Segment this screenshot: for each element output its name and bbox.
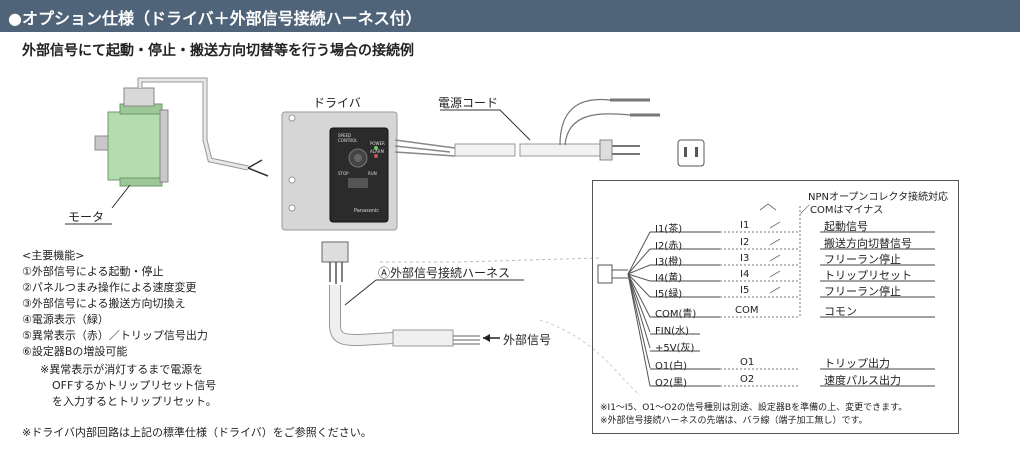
wire-label: I1(茶): [655, 224, 683, 235]
header-title: ●オプション仕様（ドライバ＋外部信号接続ハーネス付）: [8, 9, 422, 28]
terminal-label: I5: [740, 285, 750, 296]
panel-text-power: POWER: [370, 141, 385, 146]
function-label: フリーラン停止: [824, 285, 901, 298]
feature-item: ⑥設定器Bの増設可能: [22, 345, 128, 358]
terminal-label: O2: [740, 374, 755, 385]
note-line: を入力するとトリップリセット。: [52, 395, 217, 408]
feature-item: ④電源表示（緑）: [22, 313, 109, 326]
wiring-box: [592, 180, 959, 434]
wire-label: I3(橙): [655, 257, 683, 268]
function-label: トリップ出力: [824, 357, 890, 370]
subtitle: 外部信号にて起動・停止・搬送方向切替等を行う場合の接続例: [22, 43, 414, 59]
feature-item: ①外部信号による起動・停止: [22, 265, 164, 278]
driver-image: [281, 111, 398, 231]
function-label: 搬送方向切替信号: [824, 237, 912, 250]
npn-note-line2: ／COMはマイナス: [800, 205, 884, 216]
terminal-label: I3: [740, 253, 750, 264]
trip-reset-note: ※異常表示が消灯するまで電源を OFFするかトリップリセット信号 を入力するとト…: [40, 362, 217, 410]
terminal-label: COM: [735, 305, 759, 316]
terminal-label: I1: [740, 220, 750, 231]
npn-note-line1: NPNオープンコレクタ接続対応: [808, 192, 948, 203]
wire-label: O1(白): [655, 361, 688, 372]
wire-label: COM(青): [655, 309, 697, 320]
panel-brand: Panasonic: [354, 208, 379, 214]
note-line: ※異常表示が消灯するまで電源を: [40, 363, 204, 376]
wire-label: O2(黒): [655, 378, 688, 389]
feature-item: ③外部信号による搬送方向切換え: [22, 297, 186, 310]
wire-label: I5(緑): [655, 289, 683, 300]
terminal-label: O1: [740, 357, 755, 368]
features-list: <主要機能> ①外部信号による起動・停止 ②パネルつまみ操作による速度変更 ③外…: [22, 248, 208, 360]
note-line: OFFするかトリップリセット信号: [52, 379, 217, 392]
panel-text-control: CONTROL: [338, 138, 358, 143]
harness-label: Ⓐ外部信号接続ハーネス: [378, 266, 511, 280]
panel-text-alarm: ALARM: [370, 149, 385, 154]
motor-label: モータ: [68, 210, 105, 224]
wire-label: I4(黄): [655, 273, 683, 284]
feature-item: ⑤異常表示（赤）／トリップ信号出力: [22, 329, 208, 342]
wire-label: FIN(水): [655, 326, 689, 337]
function-label: フリーラン停止: [824, 253, 901, 266]
terminal-label: I4: [740, 269, 750, 280]
motor-image: [94, 77, 269, 187]
wiring-note: ※外部信号接続ハーネスの先端は、バラ線（端子加工無し）です。: [600, 416, 868, 426]
panel-text-speed: SPEED: [338, 133, 351, 138]
panel-text-run: RUN: [368, 171, 377, 176]
function-label: コモン: [824, 305, 857, 318]
features-heading: <主要機能>: [22, 249, 85, 262]
wire-label: +5V(灰): [655, 343, 695, 354]
header-bar: ●オプション仕様（ドライバ＋外部信号接続ハーネス付）: [0, 0, 1020, 32]
function-label: 起動信号: [824, 220, 868, 233]
power-cord-label: 電源コード: [438, 96, 499, 110]
wire-label: I2(赤): [655, 241, 683, 252]
driver-label: ドライバ: [313, 96, 361, 110]
footnote: ※ドライバ内部回路は上記の標準仕様（ドライバ）をご参照ください。: [22, 426, 372, 439]
function-label: 速度パルス出力: [824, 374, 901, 387]
function-label: トリップリセット: [824, 269, 912, 282]
panel-text-stop: STOP: [338, 171, 349, 176]
external-signal-label: 外部信号: [503, 333, 552, 347]
terminal-label: I2: [740, 237, 750, 248]
feature-item: ②パネルつまみ操作による速度変更: [22, 281, 197, 294]
wiring-note: ※I1～I5、O1～O2の信号種別は別途、設定器Bを準備の上、変更できます。: [600, 403, 908, 413]
